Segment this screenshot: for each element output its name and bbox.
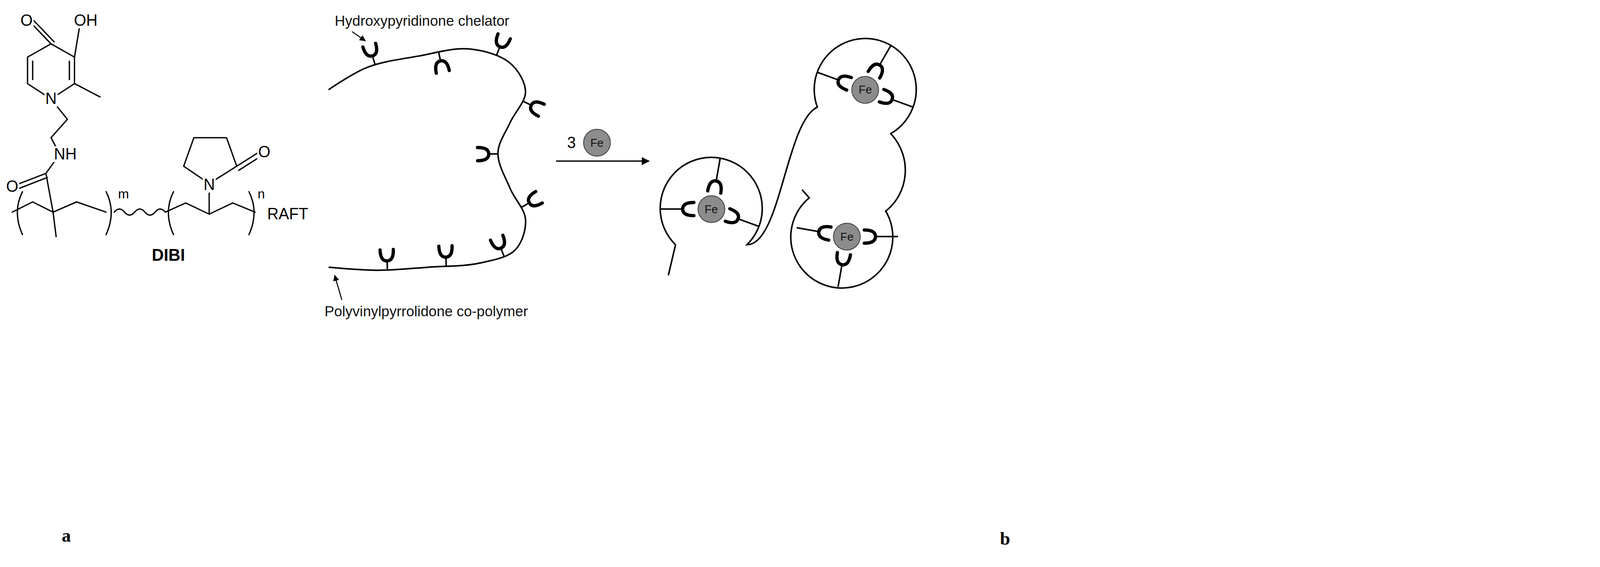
bonds	[165, 137, 262, 215]
leader-arrow	[352, 31, 366, 41]
atom-label: O	[19, 12, 34, 29]
chelator-symbol	[817, 224, 832, 240]
bonds	[12, 18, 107, 237]
atom-label: O	[5, 178, 20, 195]
chelator-symbol	[380, 249, 394, 262]
chelator-stem	[445, 257, 447, 267]
reaction-arrow	[556, 160, 650, 162]
dibi-structure	[12, 18, 262, 237]
chelator-symbol	[362, 43, 379, 58]
chelator-symbol	[434, 59, 450, 73]
element-symbol: Fe	[697, 194, 726, 224]
panel-letter: a	[61, 526, 71, 545]
chelator-symbol	[725, 208, 741, 225]
atom-label: N	[44, 90, 58, 107]
polymer-chain	[328, 48, 526, 270]
chelator-symbol	[438, 245, 453, 258]
chelator-symbol	[835, 252, 851, 267]
chelator-stem	[496, 46, 501, 56]
repeat-index: m	[117, 187, 129, 201]
polymer-scheme	[328, 31, 916, 300]
atom-label: OH	[72, 12, 99, 29]
leader-arrow	[334, 275, 342, 300]
bracket	[17, 191, 255, 235]
chelator-stem	[838, 264, 843, 287]
element-symbol: Fe	[582, 128, 612, 157]
chelator-stem	[738, 218, 760, 227]
chelator-stem	[438, 51, 441, 62]
atom-label: NH	[53, 146, 78, 163]
iron-ion: Fe	[832, 222, 861, 251]
chelator-stem	[386, 260, 388, 270]
chelator-stem	[501, 248, 505, 257]
chelator-symbol	[682, 202, 695, 216]
chelator-symbol	[528, 99, 544, 117]
iron-ion: Fe	[850, 75, 880, 104]
chelator-symbol	[493, 34, 511, 50]
panel-letter: b	[999, 529, 1010, 548]
chelator-stem	[521, 202, 529, 208]
chelator-symbol	[864, 229, 876, 243]
chelator-stem	[796, 227, 820, 232]
iron-ion: Fe	[697, 194, 726, 224]
chelator-stem	[817, 72, 839, 81]
wavy-bond	[114, 209, 166, 216]
end-group: RAFT	[266, 206, 310, 222]
chelator-stem	[522, 101, 532, 106]
chelator-stem	[660, 208, 683, 211]
chelator-symbol	[879, 89, 895, 106]
chelator-symbol	[836, 73, 852, 90]
chelator-stem	[372, 55, 376, 65]
chelator-stem	[891, 99, 913, 108]
element-symbol: Fe	[832, 222, 861, 251]
chelator-symbol	[490, 235, 508, 251]
chelator-stem	[716, 158, 721, 182]
iron-ion: Fe	[582, 128, 612, 157]
chelator-group	[362, 34, 914, 287]
stoichiometry-number: 3	[566, 134, 577, 151]
compound-name: DIBI	[151, 246, 185, 264]
callout-text: Polyvinylpyrrolidone co-polymer	[324, 304, 529, 319]
polymer-chain	[660, 38, 916, 288]
chelator-stem	[875, 235, 898, 238]
chelator-stem	[879, 45, 892, 65]
chelator-symbol	[525, 191, 543, 209]
chelator-symbol	[477, 147, 489, 161]
chelator-stem	[488, 153, 498, 156]
callout-text: Hydroxypyridinone chelator	[334, 13, 510, 28]
element-symbol: Fe	[850, 75, 880, 104]
atom-label: N	[202, 176, 216, 193]
chelator-symbol	[868, 61, 886, 78]
atom-label: O	[257, 144, 272, 160]
repeat-index: n	[257, 187, 266, 201]
chelator-symbol	[707, 179, 723, 194]
